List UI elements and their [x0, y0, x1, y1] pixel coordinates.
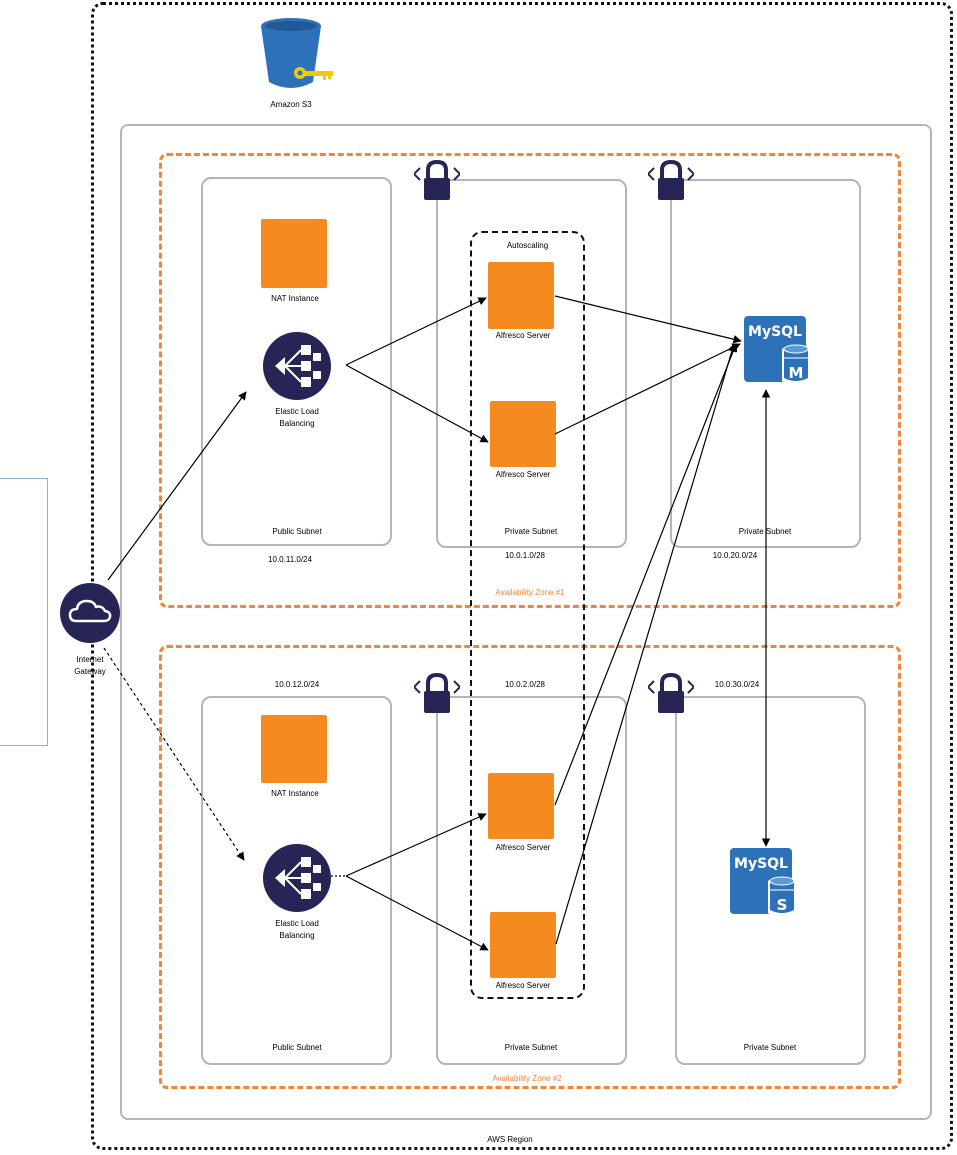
az1-private-subnet-db-cidr: 10.0.20.0/24	[712, 551, 758, 560]
az1-alfresco-server-2-icon	[490, 401, 556, 467]
az1-elb-label-1: Elastic Load	[275, 407, 319, 416]
elb2-to-server4-arrow	[345, 875, 489, 951]
az2-public-subnet-label: Public Subnet	[272, 1043, 322, 1052]
server2-to-mysql-arrow	[554, 343, 741, 435]
az1-private-subnet-app	[436, 179, 627, 548]
elb2-to-server3-arrow	[345, 813, 487, 877]
az1-alfresco-server-2-label: Alfresco Server	[495, 470, 551, 479]
az1-public-subnet	[201, 177, 392, 546]
az2-nat-label: NAT Instance	[271, 789, 319, 798]
az2-alfresco-server-2-label: Alfresco Server	[495, 981, 551, 990]
az2-elb-icon	[263, 844, 331, 912]
az2-alfresco-server-1-label: Alfresco Server	[495, 843, 551, 852]
mysql-master-icon: MySQL M	[744, 316, 812, 384]
aws-region-boundary	[91, 2, 953, 1150]
az1-alfresco-server-1-icon	[488, 262, 554, 329]
internet-gateway-label-2: Gateway	[74, 667, 106, 676]
az1-public-subnet-label: Public Subnet	[272, 527, 322, 536]
server4-to-mysql-arrow	[555, 343, 736, 945]
az2-label: Availability Zone #2	[492, 1074, 562, 1083]
autoscaling-label: Autoscaling	[506, 241, 549, 250]
vpc-boundary	[120, 124, 932, 1120]
mysql-master-text: MySQL	[748, 324, 802, 340]
elb1-to-server1-arrow	[345, 297, 487, 366]
security-group-lock-icon	[412, 672, 462, 715]
elb1-to-server2-arrow	[345, 364, 489, 443]
az2-elb-label-2: Balancing	[279, 931, 315, 940]
internet-gateway-label-1: Internet	[76, 655, 104, 664]
az2-private-subnet-app-cidr: 10.0.2.0/28	[504, 680, 546, 689]
az2-private-subnet-app	[436, 696, 627, 1065]
az1-elb-icon	[263, 332, 331, 400]
az1-private-subnet-app-label: Private Subnet	[504, 527, 558, 536]
az2-alfresco-server-1-icon	[488, 773, 554, 839]
az1-nat-instance-icon	[261, 219, 327, 288]
availability-zone-2	[159, 645, 901, 1089]
az1-elb-label-2: Balancing	[279, 419, 315, 428]
az2-alfresco-server-2-icon	[490, 912, 556, 978]
igw-to-elb1-arrow	[107, 391, 247, 581]
az2-public-subnet-cidr: 10.0.12.0/24	[274, 680, 320, 689]
mysql-slave-icon: MySQL S	[730, 848, 798, 916]
az2-private-subnet-app-label: Private Subnet	[504, 1043, 558, 1052]
az1-private-subnet-app-cidr: 10.0.1.0/28	[504, 551, 546, 560]
aws-region-label: AWS Region	[487, 1135, 533, 1144]
az1-public-subnet-cidr: 10.0.11.0/24	[268, 555, 312, 564]
server1-to-mysql-arrow	[554, 295, 742, 344]
security-group-lock-icon	[646, 672, 696, 715]
az1-alfresco-server-1-label: Alfresco Server	[495, 331, 551, 340]
mysql-slave-text: MySQL	[734, 856, 788, 872]
az2-nat-instance-icon	[261, 715, 327, 783]
internet-gateway-icon	[60, 583, 120, 643]
az2-elb-label-1: Elastic Load	[275, 919, 319, 928]
az1-label: Availability Zone #1	[495, 588, 565, 597]
autoscaling-group	[470, 231, 585, 999]
az2-public-subnet	[201, 696, 392, 1065]
external-network-box	[0, 478, 48, 746]
s3-label: Amazon S3	[270, 100, 312, 109]
server3-to-mysql-arrow	[554, 343, 738, 806]
availability-zone-1	[159, 153, 901, 608]
igw-to-elb2-arrow	[103, 647, 245, 861]
az1-nat-label: NAT Instance	[271, 294, 319, 303]
amazon-s3-icon	[258, 16, 338, 96]
mysql-slave-badge: S	[777, 896, 788, 914]
az2-private-subnet-db	[675, 696, 866, 1065]
mysql-master-badge: M	[789, 364, 804, 382]
az2-private-subnet-db-cidr: 10.0.30.0/24	[714, 680, 760, 689]
az2-private-subnet-db-label: Private Subnet	[743, 1043, 797, 1052]
